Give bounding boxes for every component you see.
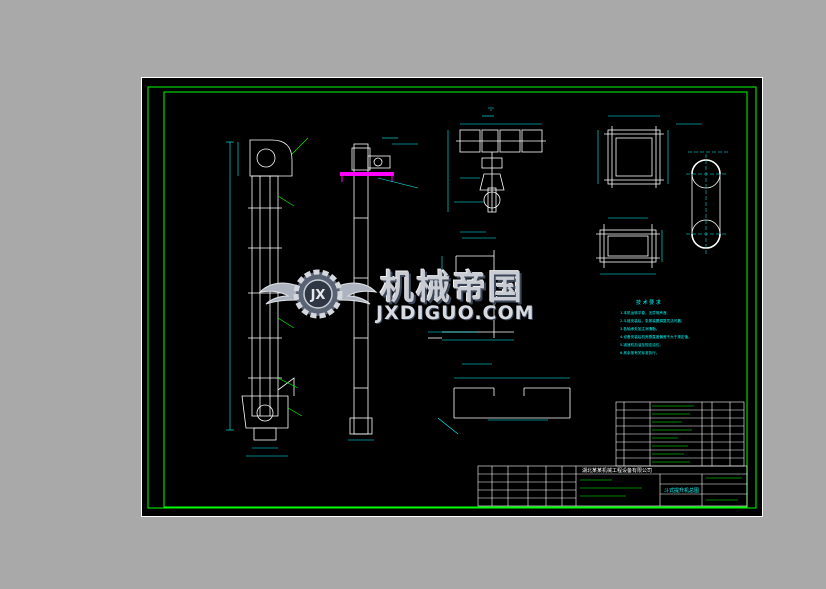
inner-frame [163, 91, 748, 508]
foundation-plan-view [428, 250, 514, 339]
title-block-drawing-name: 斗式提升机总图 [664, 487, 699, 494]
elevator-front-leaders [277, 137, 309, 417]
base-section-dims [437, 363, 570, 435]
elevator-front-dims [226, 141, 288, 457]
title-block [477, 465, 748, 507]
elevator-side-dims [348, 137, 419, 441]
boot-section-dims [600, 217, 663, 275]
title-block-company: 湖北某某机械工程设备有限公司 [582, 467, 652, 474]
drive-assembly-view [456, 129, 546, 213]
note-line: 4.设备安装后机壳垂直度偏差不大于规定值。 [620, 334, 692, 339]
parts-list-table [615, 401, 745, 467]
notes-heading: 技 术 要 求 [636, 299, 661, 306]
technical-notes: 技 术 要 求 1.本机运转平稳，无异常声音。 2.斗链安装后，张紧装置调整灵活… [620, 299, 692, 355]
boot-section-view [596, 224, 660, 268]
cad-drawing-sheet[interactable]: 技 术 要 求 1.本机运转平稳，无异常声音。 2.斗链安装后，张紧装置调整灵活… [141, 77, 763, 517]
note-line: 2.斗链安装后，张紧装置调整灵活可靠。 [620, 318, 685, 323]
note-line: 5.减速机加油至规定油位。 [620, 342, 663, 347]
drive-assembly-dims [447, 115, 542, 212]
drive-platform [340, 172, 394, 182]
base-section-view [453, 387, 571, 419]
elevator-side-view [349, 143, 391, 435]
head-section-top-view [604, 126, 664, 188]
drive-assembly-labels [488, 107, 494, 111]
note-line: 6.其余按有关标准执行。 [620, 350, 659, 355]
title-block-entries [580, 477, 742, 501]
note-line: 3.各轴承处加注润滑脂。 [620, 326, 659, 331]
parts-list-entries [652, 405, 694, 463]
head-section-top-dims [597, 115, 702, 184]
chain-layout-centerlines [686, 151, 728, 254]
elevator-front-view [241, 139, 295, 441]
cad-drawing: 技 术 要 求 1.本机运转平稳，无异常声音。 2.斗链安装后，张紧装置调整灵活… [147, 86, 757, 509]
note-line: 1.本机运转平稳，无异常声音。 [620, 310, 670, 315]
outer-frame [147, 86, 757, 509]
foundation-plan-dims [428, 231, 514, 341]
